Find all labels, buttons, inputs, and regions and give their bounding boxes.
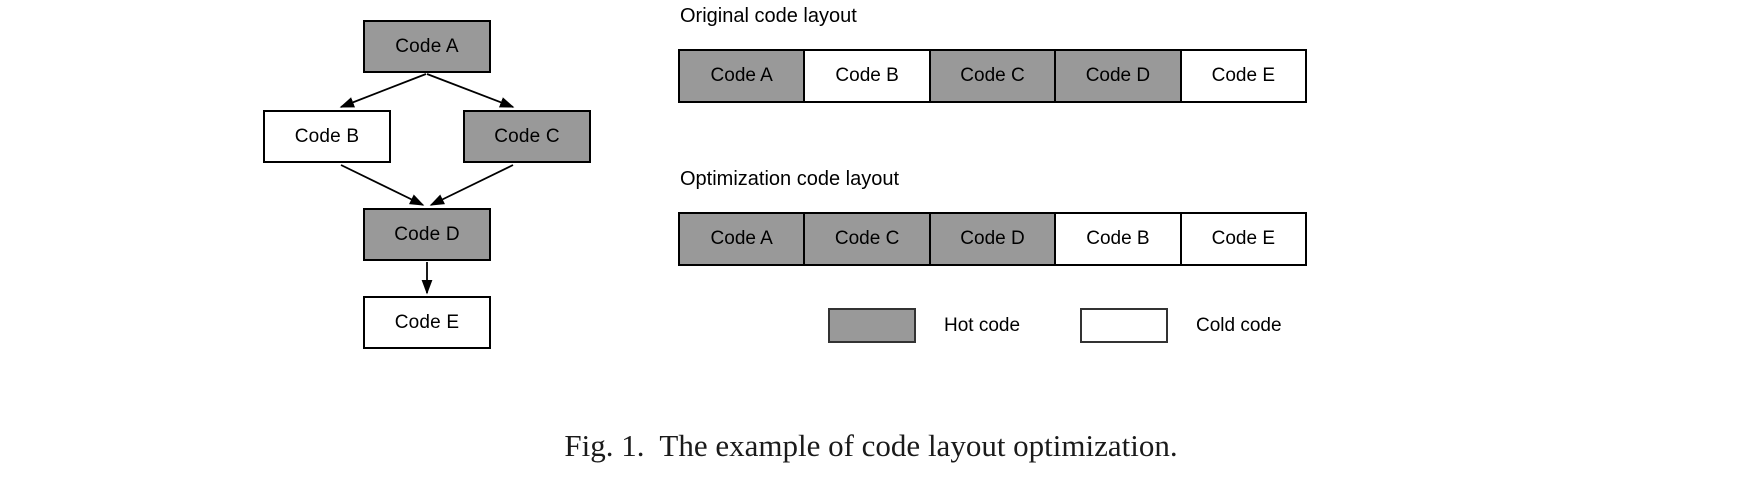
legend-label-cold: Cold code: [1196, 314, 1282, 336]
edge-c-to-d: [429, 164, 514, 206]
optimization-layout-bar: Code A Code C Code D Code B Code E: [678, 212, 1307, 266]
original-layout-cell[interactable]: Code C: [930, 51, 1057, 101]
legend-item-hot-code: Hot code: [828, 308, 1020, 343]
legend-swatch-cold: [1080, 308, 1168, 343]
edge-b-to-d: [340, 164, 425, 206]
optimization-layout-cell[interactable]: Code E: [1181, 214, 1306, 264]
original-layout-bar: Code A Code B Code C Code D Code E: [678, 49, 1307, 103]
optimization-layout-cell[interactable]: Code C: [805, 214, 931, 264]
figure-caption: Fig. 1. The example of code layout optim…: [564, 428, 1178, 463]
legend-label-hot: Hot code: [944, 314, 1021, 336]
original-layout-cell[interactable]: Code E: [1181, 51, 1306, 101]
legend-swatch-hot: [828, 308, 916, 343]
flow-graph-edges: [339, 73, 515, 295]
original-layout-cell[interactable]: Code B: [805, 51, 931, 101]
flow-node-code-d[interactable]: Code D: [363, 208, 491, 261]
optimization-layout-cell[interactable]: Code D: [930, 214, 1057, 264]
legend-item-cold-code: Cold code: [1080, 308, 1282, 343]
original-layout-cell[interactable]: Code D: [1056, 51, 1182, 101]
flow-node-code-a[interactable]: Code A: [363, 20, 491, 73]
optimization-layout-cell[interactable]: Code B: [1056, 214, 1182, 264]
optimization-code-layout-section: Optimization code layout Code A Code C C…: [678, 168, 1307, 266]
edge-a-to-b: [339, 73, 427, 108]
optimization-layout-title: Optimization code layout: [680, 168, 900, 190]
control-flow-graph: Code A Code B Code C Code D Code E: [255, 0, 610, 370]
optimization-layout-cell[interactable]: Code A: [680, 214, 806, 264]
flow-node-code-b[interactable]: Code B: [263, 110, 391, 163]
legend: Hot code Cold code: [828, 308, 1308, 358]
edge-a-to-c: [426, 73, 515, 108]
flow-node-code-e[interactable]: Code E: [363, 296, 491, 349]
original-layout-cell[interactable]: Code A: [680, 51, 806, 101]
original-layout-title: Original code layout: [680, 5, 857, 27]
original-code-layout-section: Original code layout Code A Code B Code …: [678, 5, 1307, 103]
flow-node-code-c[interactable]: Code C: [463, 110, 591, 163]
